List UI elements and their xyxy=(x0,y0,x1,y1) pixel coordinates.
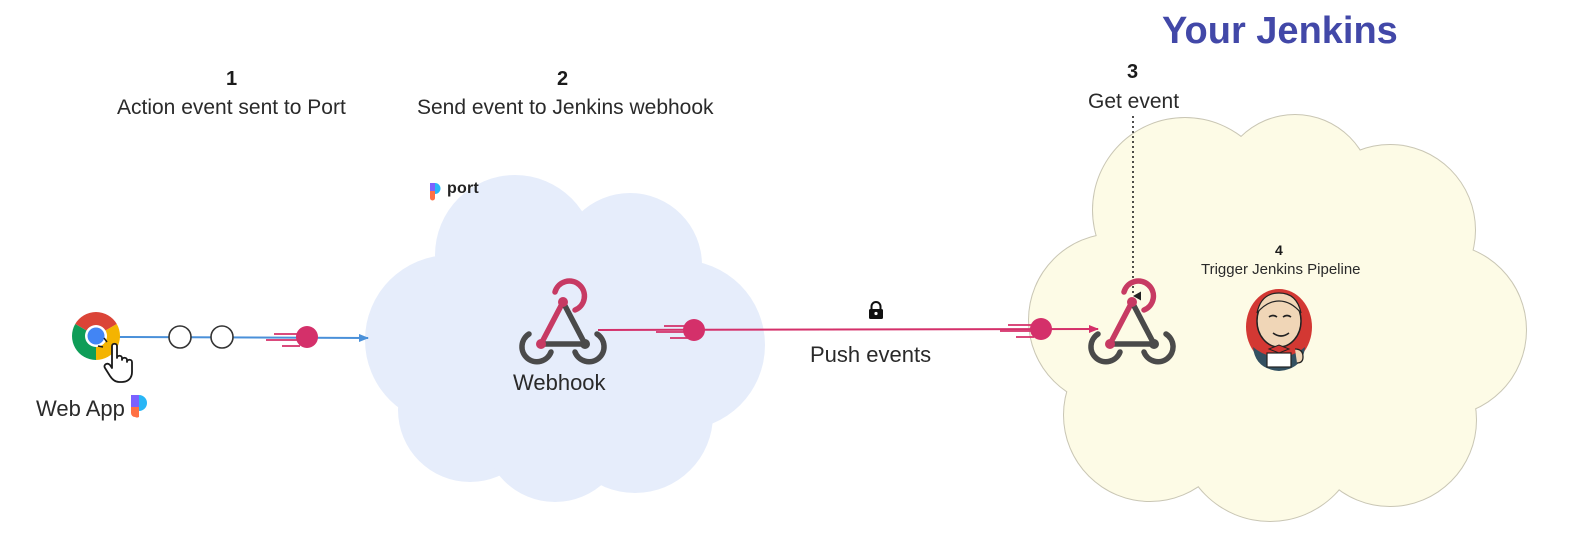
webhook-icon xyxy=(519,278,607,365)
jenkins-cloud xyxy=(1028,114,1527,522)
port-logo-icon xyxy=(131,395,147,418)
port-brand-label: port xyxy=(447,180,479,197)
diagram-title: Your Jenkins xyxy=(1162,10,1398,52)
web-app-label: Web App xyxy=(36,396,125,421)
flow-webapp-to-port xyxy=(117,325,369,349)
webhook-label: Webhook xyxy=(513,370,606,395)
step-4-number: 4 xyxy=(1275,242,1283,258)
step-1-label: Action event sent to Port xyxy=(117,96,346,119)
flow-port-to-jenkins xyxy=(597,318,1099,341)
step-1-number: 1 xyxy=(226,68,238,90)
cursor-hand-icon xyxy=(97,337,133,383)
step-2-label: Send event to Jenkins webhook xyxy=(417,96,714,119)
step-3-label: Get event xyxy=(1088,90,1180,113)
step-2-number: 2 xyxy=(557,68,569,90)
step-3-number: 3 xyxy=(1127,61,1139,83)
step-4-label: Trigger Jenkins Pipeline xyxy=(1201,261,1361,278)
port-brand-logo-icon xyxy=(430,183,441,201)
push-events-label: Push events xyxy=(810,342,932,367)
jenkins-icon xyxy=(1246,289,1312,371)
jenkins-webhook-icon xyxy=(1088,278,1176,365)
port-cloud xyxy=(365,175,765,502)
lock-icon xyxy=(869,301,883,319)
